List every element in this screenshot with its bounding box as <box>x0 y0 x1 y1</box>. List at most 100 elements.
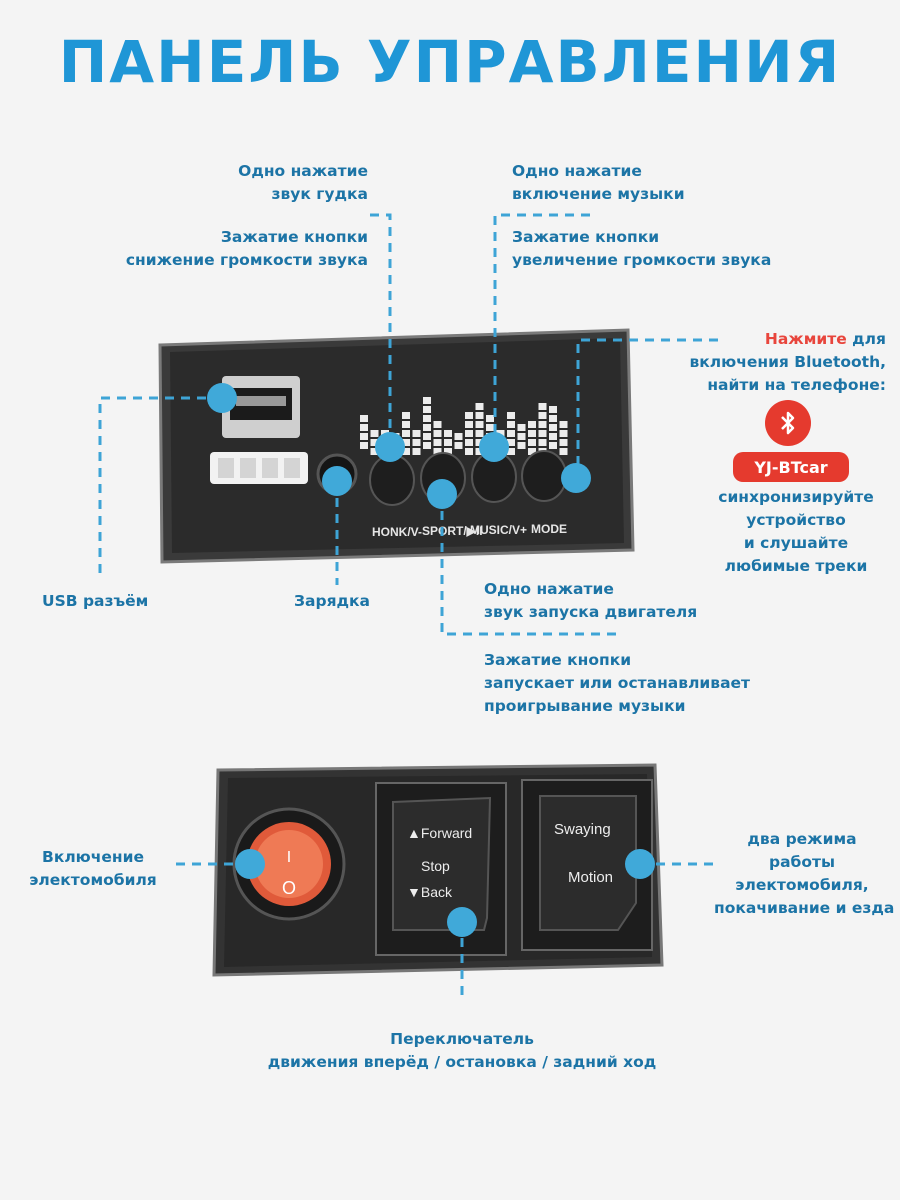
equalizer-cell <box>528 421 536 428</box>
leader-lines <box>98 213 718 1000</box>
bottom-panel: I O ▲Forward Stop ▼Back Swaying Motion <box>212 763 664 977</box>
marker-dots <box>207 383 655 937</box>
equalizer-cell <box>402 430 410 437</box>
equalizer-cell <box>475 412 484 419</box>
equalizer-cell <box>475 430 484 437</box>
equalizer-cell <box>402 421 410 428</box>
equalizer-cell <box>507 448 515 455</box>
label-direction-switch: Переключатель движения вперёд / остановк… <box>267 1030 657 1071</box>
equalizer-cell <box>370 430 379 437</box>
equalizer-cell <box>507 430 515 437</box>
equalizer-cell <box>433 448 442 455</box>
mode-motion: Motion <box>568 869 613 886</box>
power-on-mark: I <box>287 849 291 866</box>
label-usb: USB разъём <box>42 592 149 610</box>
equalizer-cell <box>475 421 484 428</box>
equalizer-cell <box>412 439 421 446</box>
equalizer-cell <box>559 448 568 455</box>
direction-forward: ▲Forward <box>407 825 472 841</box>
equalizer-cell <box>402 448 410 455</box>
equalizer-cell <box>412 430 421 437</box>
equalizer-cell <box>402 439 410 446</box>
label-power: Включение электомобиля <box>29 848 157 889</box>
page-title: ПАНЕЛЬ УПРАВЛЕНИЯ <box>58 28 842 96</box>
led-display <box>210 452 308 484</box>
direction-back: ▼Back <box>407 884 453 900</box>
equalizer-cell <box>433 421 442 428</box>
equalizer-cell <box>433 439 442 446</box>
equalizer-cell <box>538 421 547 428</box>
equalizer-cell <box>517 433 526 440</box>
button-label-sport: SPORT/▶II <box>422 524 483 538</box>
equalizer-cell <box>423 415 431 422</box>
equalizer-cell <box>549 442 557 449</box>
bluetooth-badge: YJ-BTcar <box>733 400 849 494</box>
bluetooth-highlight: Нажмите <box>764 330 847 348</box>
label-sport-press: Одно нажатие звук запуска двигателя <box>484 580 698 621</box>
mode-switch[interactable] <box>539 795 637 931</box>
equalizer-cell <box>538 430 547 437</box>
equalizer-cell <box>528 448 536 455</box>
equalizer-cell <box>360 442 368 449</box>
equalizer-cell <box>444 439 452 446</box>
equalizer-cell <box>486 415 494 422</box>
label-music-hold: Зажатие кнопки увеличение громкости звук… <box>512 228 772 269</box>
equalizer-cell <box>538 439 547 446</box>
label-bluetooth-sync: синхронизируйте устройство и слушайте лю… <box>718 488 874 575</box>
equalizer-cell <box>559 439 568 446</box>
equalizer-cell <box>465 430 473 437</box>
equalizer-cell <box>360 415 368 422</box>
equalizer-cell <box>538 403 547 410</box>
equalizer-cell <box>475 448 484 455</box>
bluetooth-device-name: YJ-BTcar <box>733 452 849 482</box>
equalizer-cell <box>528 430 536 437</box>
equalizer-cell <box>559 421 568 428</box>
label-sport-hold: Зажатие кнопки запускает или останавлива… <box>484 651 751 715</box>
honk-button[interactable] <box>369 454 415 506</box>
button-label-music: MUSIC/V+ <box>470 523 527 537</box>
equalizer-cell <box>360 424 368 431</box>
equalizer-cell <box>423 433 431 440</box>
equalizer-cell <box>465 421 473 428</box>
equalizer-cell <box>412 448 421 455</box>
equalizer-cell <box>433 430 442 437</box>
equalizer-cell <box>465 412 473 419</box>
bluetooth-icon <box>765 400 811 446</box>
label-charge: Зарядка <box>294 592 371 610</box>
equalizer-cell <box>549 433 557 440</box>
equalizer-cell <box>475 439 484 446</box>
label-honk-hold: Зажатие кнопки снижение громкости звука <box>125 228 368 269</box>
equalizer-cell <box>549 424 557 431</box>
equalizer-cell <box>528 439 536 446</box>
direction-switch[interactable] <box>392 796 492 931</box>
equalizer-cell <box>465 448 473 455</box>
label-bluetooth: Нажмите для включения Bluetooth, найти н… <box>689 330 886 394</box>
equalizer-cell <box>454 433 463 440</box>
equalizer-cell <box>507 412 515 419</box>
equalizer-cell <box>517 424 526 431</box>
equalizer-cell <box>517 442 526 449</box>
equalizer-cell <box>444 430 452 437</box>
direction-stop: Stop <box>421 858 450 874</box>
equalizer-cell <box>507 439 515 446</box>
mode-button[interactable] <box>521 450 567 502</box>
equalizer-cell <box>538 412 547 419</box>
equalizer-cell <box>465 439 473 446</box>
equalizer-cell <box>423 397 431 404</box>
label-music-press: Одно нажатие включение музыки <box>512 162 685 203</box>
power-off-mark: O <box>282 878 296 898</box>
equalizer-cell <box>360 433 368 440</box>
equalizer-cell <box>454 442 463 449</box>
equalizer-cell <box>559 430 568 437</box>
mode-swaying: Swaying <box>554 821 611 838</box>
equalizer-cell <box>423 406 431 413</box>
equalizer-cell <box>423 424 431 431</box>
button-label-honk: HONK/V- <box>372 525 422 539</box>
equalizer-cell <box>549 415 557 422</box>
label-honk-press: Одно нажатие звук гудка <box>238 162 368 203</box>
equalizer-cell <box>423 442 431 449</box>
equalizer-cell <box>507 421 515 428</box>
equalizer-cell <box>402 412 410 419</box>
equalizer-cell <box>370 439 379 446</box>
